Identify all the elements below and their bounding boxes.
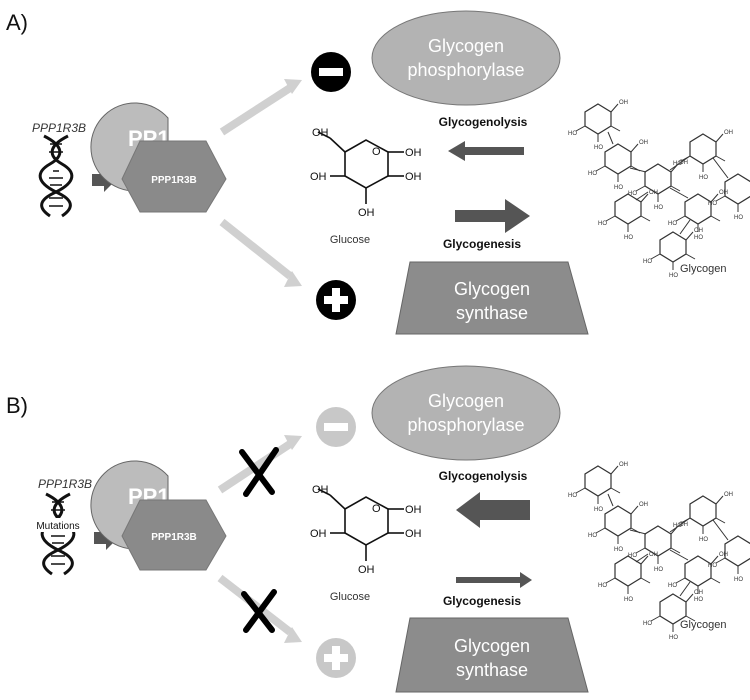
ppp1r3b-label: PPP1R3B — [151, 175, 197, 186]
glycogenesis-arrow — [456, 572, 532, 588]
arrow-to-inhibit — [219, 84, 293, 136]
arrow-head — [284, 271, 302, 287]
synthase-line1: Glycogen — [454, 279, 530, 299]
arrow-head — [284, 79, 302, 94]
arrow-to-activate — [219, 218, 293, 280]
minus-icon — [319, 68, 343, 76]
glycogen-synthase-trapezoid — [395, 617, 589, 693]
panel-label: A) — [6, 10, 28, 35]
glycogenolysis-arrow — [456, 492, 530, 528]
glucose-structure: O OH OH OH OH OH — [310, 127, 422, 219]
svg-text:OH: OH — [358, 207, 375, 219]
dna-helix-icon — [38, 134, 74, 218]
phosphorylase-line2: phosphorylase — [407, 60, 524, 80]
panel-label: B) — [6, 393, 28, 418]
glycogen-synthase-trapezoid — [395, 261, 589, 335]
glucose-label: Glucose — [330, 234, 370, 246]
glucose-structure: O OH OH OH OH OH — [310, 484, 422, 576]
svg-text:OH: OH — [405, 504, 422, 516]
svg-text:OH: OH — [405, 171, 422, 183]
synthase-line2: synthase — [456, 660, 528, 680]
gene-label: PPP1R3B — [32, 121, 86, 135]
phosphorylase-line1: Glycogen — [428, 36, 504, 56]
mutations-label: Mutations — [36, 521, 79, 532]
svg-text:OH: OH — [310, 528, 327, 540]
glycogen-structure — [568, 100, 750, 279]
synthase-line2: synthase — [456, 303, 528, 323]
svg-text:OH: OH — [310, 171, 327, 183]
ppp1r3b-label: PPP1R3B — [151, 532, 197, 543]
ppp1r3b-hexagon — [121, 140, 227, 213]
arrow-head — [284, 627, 302, 643]
glucose-label: Glucose — [330, 591, 370, 603]
blocked-x-icon — [239, 447, 279, 497]
phosphorylase-line1: Glycogen — [428, 391, 504, 411]
svg-text:OH: OH — [312, 127, 329, 139]
svg-text:OH: OH — [358, 564, 375, 576]
svg-text:OH: OH — [405, 528, 422, 540]
blocked-x-icon — [241, 589, 277, 633]
svg-text:OH: OH — [405, 147, 422, 159]
glycogen-label: Glycogen — [680, 263, 726, 275]
panel-a: A) PPP1R3B PP1 PPP1R3B Glycogen phosphor… — [6, 10, 750, 335]
glycogenesis-label: Glycogenesis — [443, 594, 521, 608]
glycogen-phosphorylase-ellipse — [371, 365, 561, 461]
glycogenolysis-arrow — [448, 141, 524, 161]
arrow-head — [284, 435, 302, 450]
ppp1r3b-hexagon — [121, 499, 227, 571]
glycogenesis-arrow — [455, 199, 530, 233]
phosphorylase-line2: phosphorylase — [407, 415, 524, 435]
synthase-line1: Glycogen — [454, 636, 530, 656]
gene-label: PPP1R3B — [38, 477, 92, 491]
dna-helix-icon — [40, 492, 76, 576]
svg-text:O: O — [372, 503, 381, 515]
glycogen-label: Glycogen — [680, 619, 726, 631]
glycogen-structure — [568, 462, 750, 641]
panel-b: B) PPP1R3B Mutations PP1 PPP1R3B — [6, 365, 750, 693]
svg-text:O: O — [372, 146, 381, 158]
glycogenolysis-label: Glycogenolysis — [439, 469, 528, 483]
glycogenolysis-label: Glycogenolysis — [439, 115, 528, 129]
glycogenesis-label: Glycogenesis — [443, 237, 521, 251]
svg-text:OH: OH — [312, 484, 329, 496]
minus-icon — [324, 423, 348, 431]
glycogen-phosphorylase-ellipse — [371, 10, 561, 106]
